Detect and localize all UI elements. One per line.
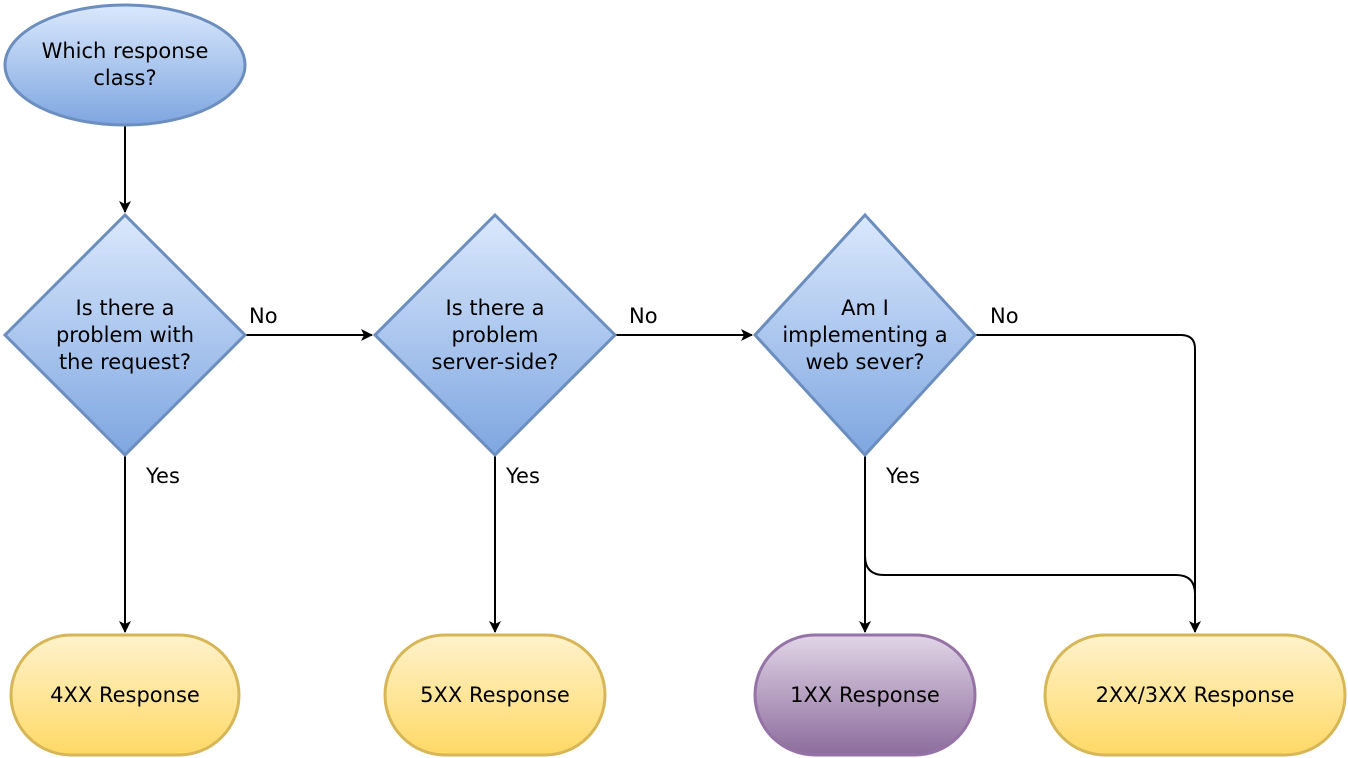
response-2xx3xx-label: 2XX/3XX Response xyxy=(1095,682,1295,707)
edge-label-webserver-yes: Yes xyxy=(886,464,920,488)
edge-label-request-no: No xyxy=(249,304,278,328)
response-2xx3xx-shape xyxy=(1043,633,1347,757)
start-node-label: Which response class? xyxy=(41,39,209,90)
edge-label-webserver-no: No xyxy=(990,304,1019,328)
response-4xx-shape xyxy=(9,633,241,757)
decision-server-problem-label: Is there a problem server-side? xyxy=(431,295,559,374)
decision-web-server-label: Am I implementing a web sever? xyxy=(782,295,948,374)
decision-web-server xyxy=(752,212,978,458)
response-4xx-label: 4XX Response xyxy=(50,682,200,707)
decision-request-problem xyxy=(2,212,248,458)
edge-webserver-yes-branch xyxy=(864,555,1196,595)
decision-request-problem-label: Is there a problem with the request? xyxy=(55,295,195,374)
edge-label-server-no: No xyxy=(629,304,658,328)
response-1xx-shape xyxy=(753,633,977,757)
edge-label-server-yes: Yes xyxy=(506,464,540,488)
start-node xyxy=(3,3,247,127)
decision-server-problem xyxy=(372,212,618,458)
response-5xx-shape xyxy=(383,633,607,757)
edge-label-request-yes: Yes xyxy=(146,464,180,488)
edge-webserver-no xyxy=(976,334,1201,633)
response-5xx-label: 5XX Response xyxy=(420,682,570,707)
response-1xx-label: 1XX Response xyxy=(790,682,940,707)
